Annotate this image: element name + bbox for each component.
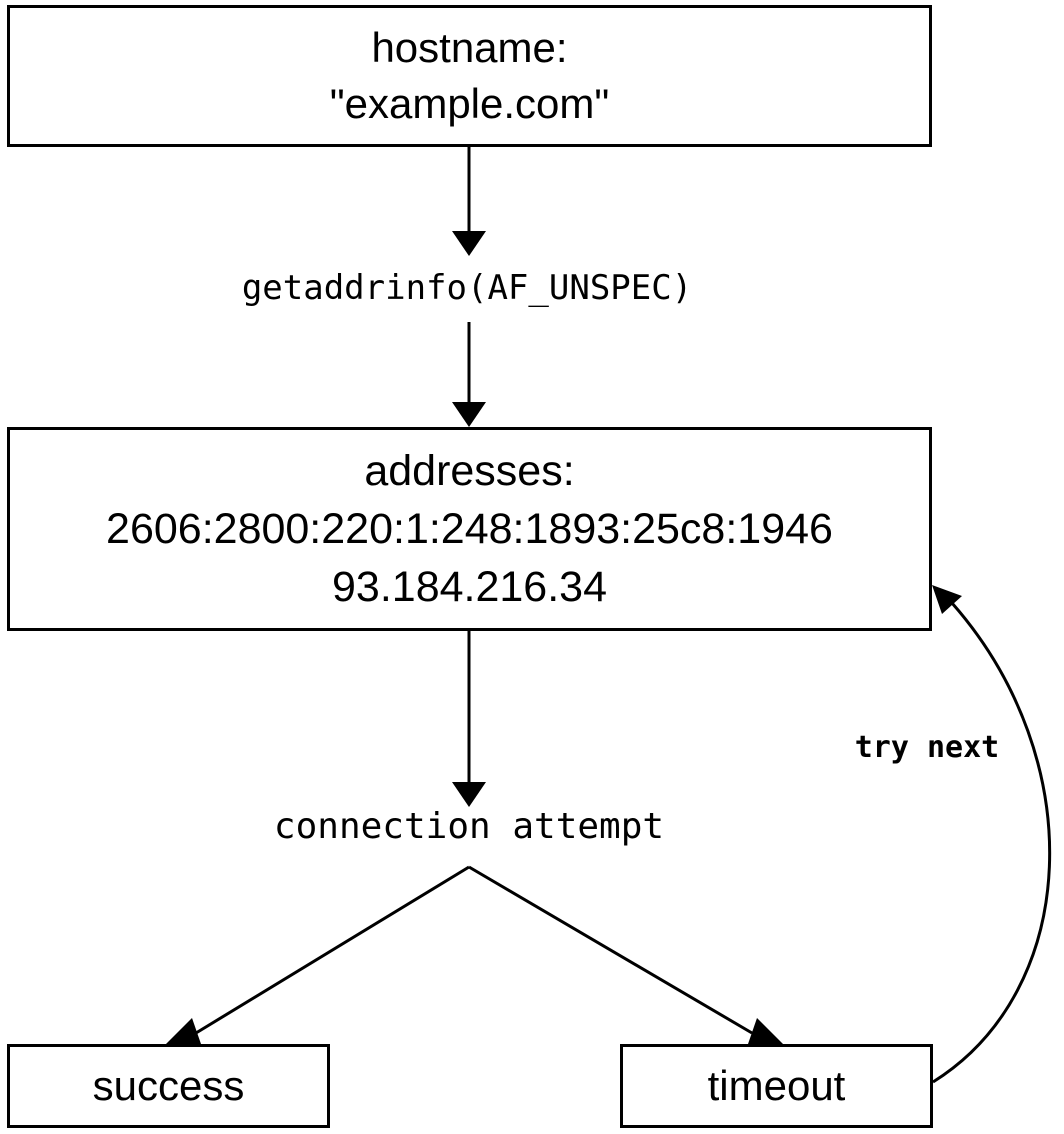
connection-attempt-label: connection attempt <box>273 806 665 847</box>
arrowhead-to-success <box>166 1018 201 1044</box>
arrowhead-try-next <box>932 585 962 614</box>
success-label: success <box>92 1062 245 1109</box>
hostname-box: hostname: "example.com" <box>7 5 932 147</box>
getaddrinfo-label: getaddrinfo(AF_UNSPEC) <box>241 268 693 308</box>
edge-connection-to-timeout <box>468 865 753 1035</box>
edge-timeout-to-addresses-try-next <box>932 602 1052 1084</box>
hostname-line-2: "example.com" <box>329 80 610 127</box>
hostname-line-1: hostname: <box>371 24 568 71</box>
addresses-line-3: 93.184.216.34 <box>332 563 607 611</box>
timeout-box: timeout <box>620 1044 933 1128</box>
try-next-label: try next <box>854 730 1000 765</box>
arrowhead-to-addresses <box>452 402 486 427</box>
arrowhead-to-getaddrinfo <box>452 231 486 256</box>
success-box: success <box>7 1044 330 1128</box>
addresses-box: addresses: 2606:2800:220:1:248:1893:25c8… <box>7 427 932 631</box>
arrowhead-to-connection <box>452 782 486 807</box>
arrowhead-to-timeout <box>748 1018 783 1044</box>
edge-connection-to-success <box>195 865 470 1035</box>
addresses-line-2: 2606:2800:220:1:248:1893:25c8:1946 <box>106 505 833 553</box>
timeout-label: timeout <box>707 1062 846 1109</box>
addresses-line-1: addresses: <box>364 447 575 495</box>
